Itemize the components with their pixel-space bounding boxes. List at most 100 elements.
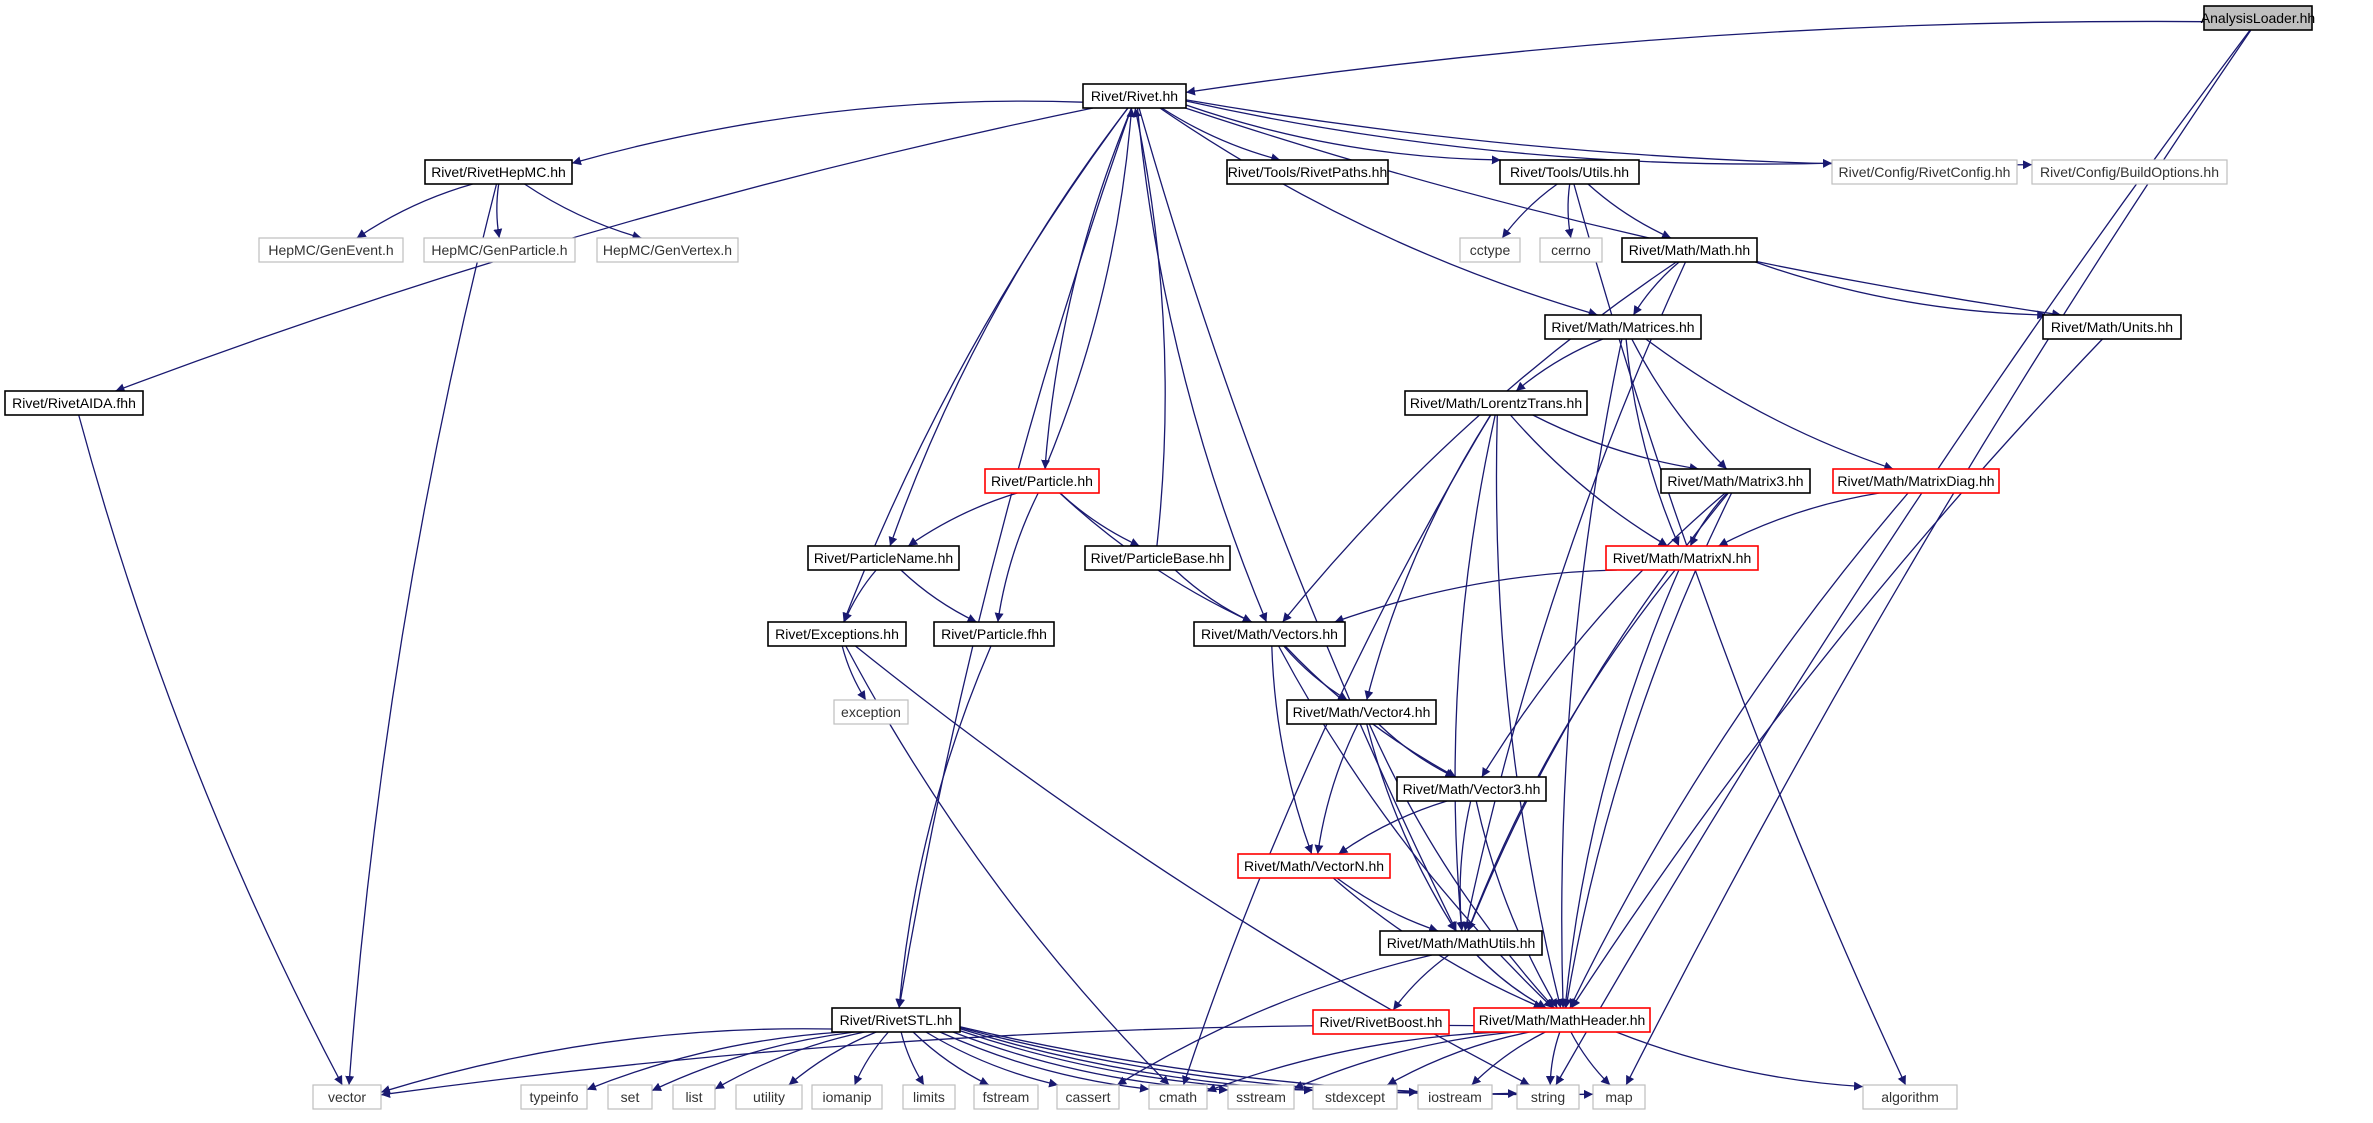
node-box-exceptions xyxy=(767,621,907,647)
edge-rivethepmc-to-genparticle xyxy=(493,183,503,239)
edge-particlefhh-to-rivetstl xyxy=(895,645,992,1009)
node-mathheader[interactable]: Rivet/Math/MathHeader.hh xyxy=(1473,1007,1651,1033)
edge-vector4-to-mathheader xyxy=(1368,723,1555,1009)
edge-rivetaida-to-vector xyxy=(78,414,343,1086)
node-cmath[interactable]: cmath xyxy=(1148,1084,1208,1110)
node-box-fstream xyxy=(973,1084,1039,1110)
node-label-lorentz: Rivet/Math/LorentzTrans.hh xyxy=(1410,395,1582,411)
node-rivetboost[interactable]: Rivet/RivetBoost.hh xyxy=(1312,1009,1450,1035)
node-label-sstream: sstream xyxy=(1236,1089,1286,1105)
node-box-rivetaida xyxy=(4,390,144,416)
node-buildoptions[interactable]: Rivet/Config/BuildOptions.hh xyxy=(2031,159,2228,185)
node-vector3[interactable]: Rivet/Math/Vector3.hh xyxy=(1396,776,1547,802)
node-box-iostream xyxy=(1417,1084,1493,1110)
edge-math-to-vectors xyxy=(1282,261,1677,623)
edge-rivethepmc-to-genvertex xyxy=(524,183,642,240)
node-fstream[interactable]: fstream xyxy=(973,1084,1039,1110)
node-rivet[interactable]: Rivet/Rivet.hh xyxy=(1082,83,1187,109)
node-label-genevent: HepMC/GenEvent.h xyxy=(268,242,393,258)
node-box-math xyxy=(1621,237,1758,263)
node-vectors[interactable]: Rivet/Math/Vectors.hh xyxy=(1193,621,1346,647)
node-cctype[interactable]: cctype xyxy=(1459,237,1521,263)
node-box-utility xyxy=(735,1084,803,1110)
node-limits[interactable]: limits xyxy=(902,1084,956,1110)
edge-matrix3-to-vector3 xyxy=(1481,492,1726,778)
edge-utils-to-cerrno xyxy=(1564,183,1574,239)
edge-mathutils-to-cassert xyxy=(1116,954,1433,1086)
edge-rivet-to-buildoptions xyxy=(1185,99,2033,170)
node-units[interactable]: Rivet/Math/Units.hh xyxy=(2042,314,2182,340)
node-label-rivet: Rivet/Rivet.hh xyxy=(1091,88,1178,104)
node-rivethepmc[interactable]: Rivet/RivetHepMC.hh xyxy=(424,159,573,185)
node-label-fstream: fstream xyxy=(983,1089,1030,1105)
node-box-particle xyxy=(984,468,1100,494)
node-mathutils[interactable]: Rivet/Math/MathUtils.hh xyxy=(1379,930,1543,956)
edge-particlename-to-particlefhh xyxy=(900,569,977,623)
node-iostream[interactable]: iostream xyxy=(1417,1084,1493,1110)
edge-lorentz-to-mathheader xyxy=(1495,414,1563,1009)
node-utils[interactable]: Rivet/Tools/Utils.hh xyxy=(1499,159,1640,185)
node-box-genevent xyxy=(258,237,404,263)
node-label-matrixn: Rivet/Math/MatrixN.hh xyxy=(1613,550,1751,566)
edge-matrixn-to-mathheader xyxy=(1561,569,1680,1009)
edge-rivetstl-to-cmath xyxy=(939,1031,1150,1093)
node-map[interactable]: map xyxy=(1592,1084,1646,1110)
edge-math-to-matrices xyxy=(1632,261,1680,316)
node-box-limits xyxy=(902,1084,956,1110)
node-box-cassert xyxy=(1056,1084,1120,1110)
node-analysisloader[interactable]: AnalysisLoader.hh xyxy=(2201,5,2315,31)
node-iomanip[interactable]: iomanip xyxy=(811,1084,883,1110)
node-box-exception xyxy=(833,699,909,725)
node-label-particlebase: Rivet/ParticleBase.hh xyxy=(1091,550,1225,566)
edge-particlename-to-exceptions xyxy=(843,569,877,623)
node-genvertex[interactable]: HepMC/GenVertex.h xyxy=(596,237,739,263)
node-genevent[interactable]: HepMC/GenEvent.h xyxy=(258,237,404,263)
node-box-rivetboost xyxy=(1312,1009,1450,1035)
node-algorithm[interactable]: algorithm xyxy=(1862,1084,1958,1110)
node-matrix3[interactable]: Rivet/Math/Matrix3.hh xyxy=(1660,468,1811,494)
node-rivetpaths[interactable]: Rivet/Tools/RivetPaths.hh xyxy=(1226,159,1389,185)
edge-vector3-to-mathutils xyxy=(1456,800,1472,932)
node-label-string: string xyxy=(1531,1089,1565,1105)
node-vector4[interactable]: Rivet/Math/Vector4.hh xyxy=(1286,699,1437,725)
node-sstream[interactable]: sstream xyxy=(1227,1084,1295,1110)
node-particlename[interactable]: Rivet/ParticleName.hh xyxy=(807,545,960,571)
node-label-utility: utility xyxy=(753,1089,785,1105)
node-set[interactable]: set xyxy=(607,1084,653,1110)
node-particle[interactable]: Rivet/Particle.hh xyxy=(984,468,1100,494)
node-cerrno[interactable]: cerrno xyxy=(1539,237,1603,263)
node-particlefhh[interactable]: Rivet/Particle.fhh xyxy=(933,621,1055,647)
node-string[interactable]: string xyxy=(1516,1084,1580,1110)
node-label-stdexcept: stdexcept xyxy=(1325,1089,1385,1105)
node-vectorn[interactable]: Rivet/Math/VectorN.hh xyxy=(1237,853,1391,879)
node-exceptions[interactable]: Rivet/Exceptions.hh xyxy=(767,621,907,647)
node-label-genparticle: HepMC/GenParticle.h xyxy=(431,242,567,258)
node-matrices[interactable]: Rivet/Math/Matrices.hh xyxy=(1544,314,1702,340)
node-rivetconfig[interactable]: Rivet/Config/RivetConfig.hh xyxy=(1831,159,2018,185)
node-list[interactable]: list xyxy=(672,1084,716,1110)
node-matrixdiag[interactable]: Rivet/Math/MatrixDiag.hh xyxy=(1832,468,2000,494)
node-box-vector4 xyxy=(1286,699,1437,725)
node-exception[interactable]: exception xyxy=(833,699,909,725)
edge-vector3-to-vectorn xyxy=(1338,800,1448,855)
node-label-cerrno: cerrno xyxy=(1551,242,1591,258)
node-typeinfo[interactable]: typeinfo xyxy=(520,1084,588,1110)
node-genparticle[interactable]: HepMC/GenParticle.h xyxy=(423,237,576,263)
node-label-cassert: cassert xyxy=(1065,1089,1110,1105)
node-particlebase[interactable]: Rivet/ParticleBase.hh xyxy=(1084,545,1231,571)
node-matrixn[interactable]: Rivet/Math/MatrixN.hh xyxy=(1605,545,1759,571)
edge-rivet-to-units xyxy=(1185,107,2062,319)
node-rivetaida[interactable]: Rivet/RivetAIDA.fhh xyxy=(4,390,144,416)
edge-rivet-to-mathutils xyxy=(1138,107,1457,932)
node-cassert[interactable]: cassert xyxy=(1056,1084,1120,1110)
node-vector[interactable]: vector xyxy=(312,1084,382,1110)
node-lorentz[interactable]: Rivet/Math/LorentzTrans.hh xyxy=(1404,390,1588,416)
node-rivetstl[interactable]: Rivet/RivetSTL.hh xyxy=(831,1007,961,1033)
edge-rivet-to-particlename xyxy=(888,107,1129,547)
node-math[interactable]: Rivet/Math/Math.hh xyxy=(1621,237,1758,263)
node-label-list: list xyxy=(685,1089,702,1105)
edge-rivetstl-to-set xyxy=(651,1031,855,1092)
edge-units-to-mathheader xyxy=(1570,338,2103,1009)
node-stdexcept[interactable]: stdexcept xyxy=(1312,1084,1398,1110)
node-utility[interactable]: utility xyxy=(735,1084,803,1110)
